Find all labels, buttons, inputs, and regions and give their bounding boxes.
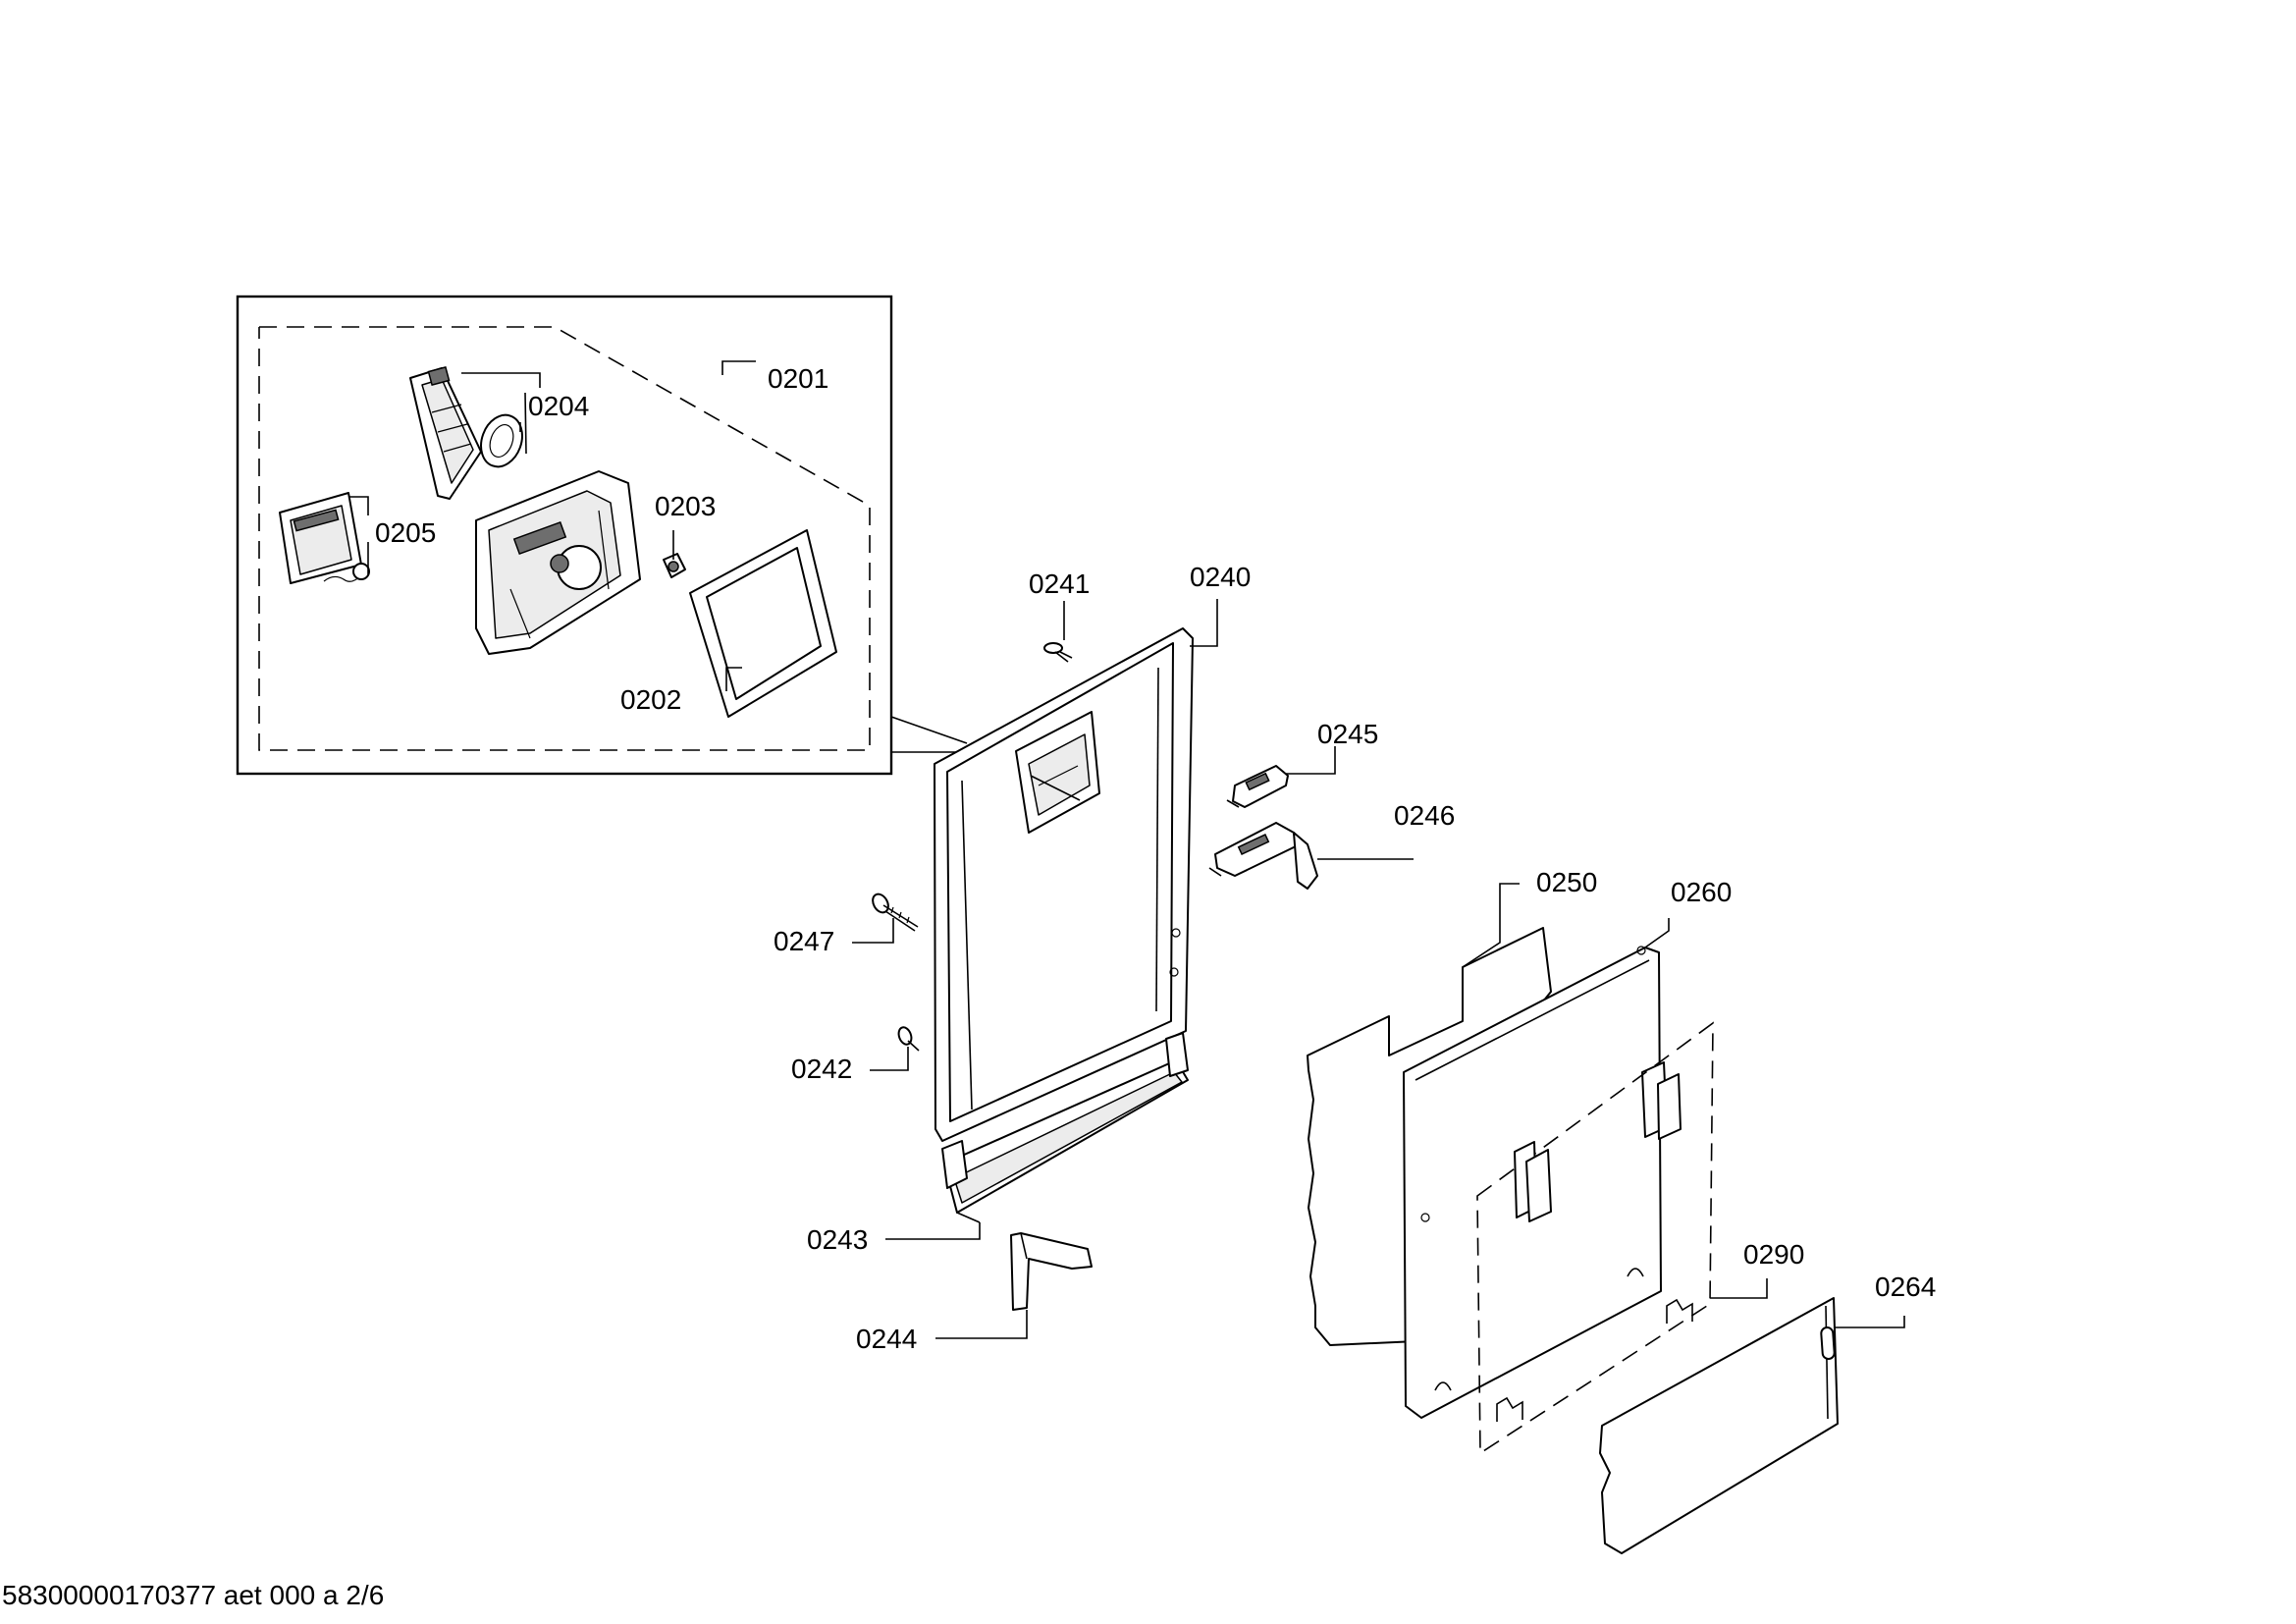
label-0201: 0201 [768,363,828,394]
part-0204-drawing [409,365,523,500]
label-0244: 0244 [856,1324,917,1354]
label-0242: 0242 [791,1054,852,1084]
label-0243: 0243 [807,1224,868,1255]
part-0245-drawing [1226,765,1289,808]
label-0202: 0202 [620,684,681,715]
detail-inset [236,295,968,776]
assembly-0201-boundary [258,326,871,751]
label-0205: 0205 [375,517,436,548]
detail-inset-frame [236,295,893,776]
part-0240-drawing [934,627,1194,1142]
label-0246: 0246 [1394,800,1455,831]
part-0246-drawing [1208,822,1318,890]
label-0204: 0204 [528,391,589,421]
part-0244-drawing [1010,1232,1093,1311]
label-0290: 0290 [1743,1239,1804,1270]
part-0247-drawing [872,893,919,932]
part-0241-drawing [1043,642,1073,663]
label-0241: 0241 [1029,568,1090,599]
part-0264-drawing [1599,1297,1839,1554]
label-0245: 0245 [1317,719,1378,749]
label-0260: 0260 [1671,877,1732,907]
label-0240: 0240 [1190,562,1251,592]
part-0290-drawing [1476,1021,1714,1455]
part-0242-drawing [897,1026,920,1052]
leader-lines [348,360,1905,1339]
part-0243-drawing [941,1032,1189,1223]
label-0264: 0264 [1875,1272,1936,1302]
part-labels: 0201 0204 0205 0203 0202 0241 0240 0245 … [375,363,1936,1354]
drawing-id: 58300000170377 aet 000 a 2/6 [2,1580,384,1610]
part-0203-drawing [663,553,686,578]
label-0247: 0247 [774,926,834,956]
dispenser-body-drawing [475,470,641,655]
part-0202-drawing [689,529,837,718]
label-0203: 0203 [655,491,716,521]
label-0250: 0250 [1536,867,1597,897]
part-0205-drawing [279,492,370,584]
